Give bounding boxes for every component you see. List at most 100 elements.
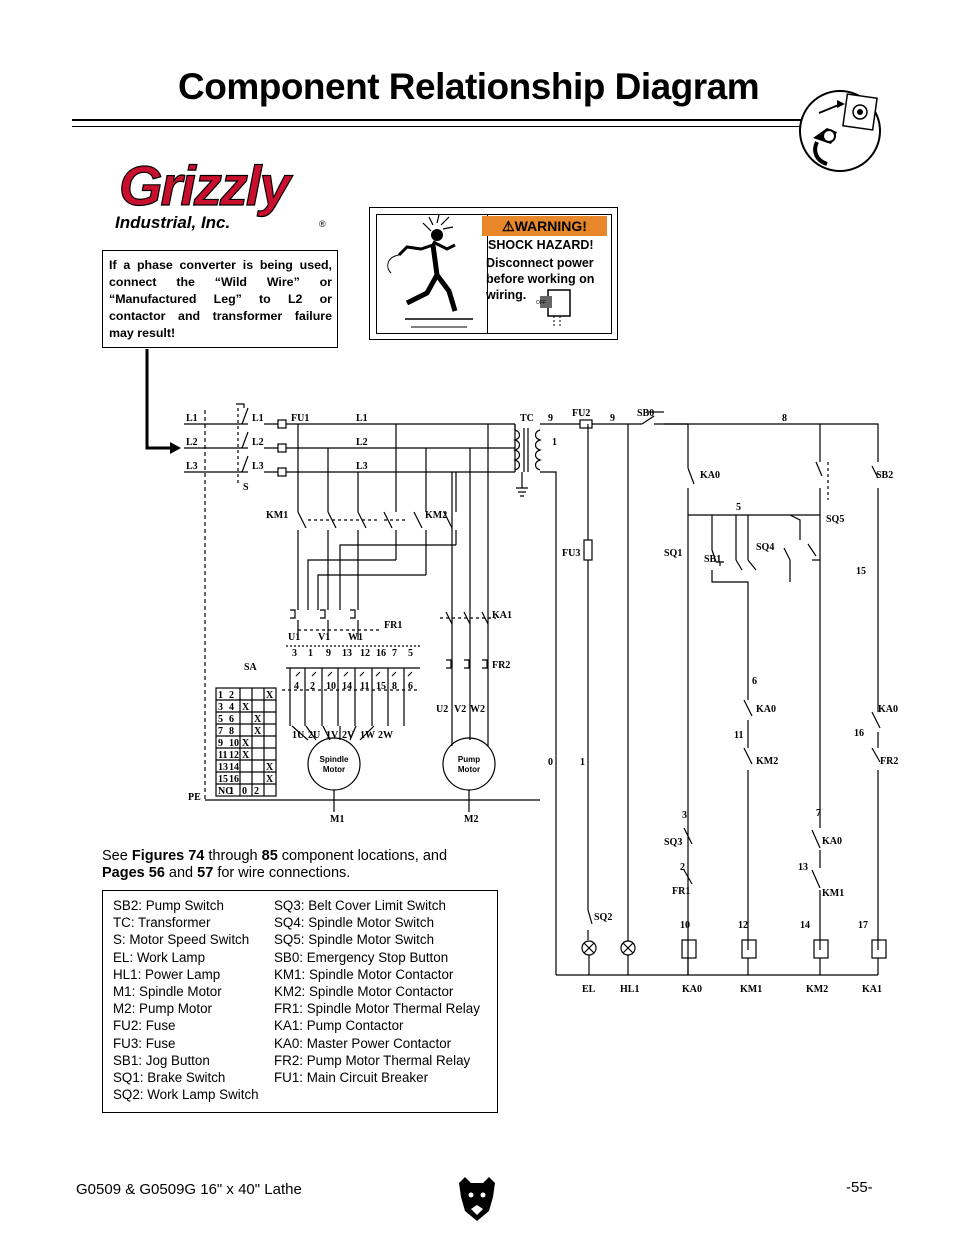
legend-item: SB1: Jog Button xyxy=(113,1052,210,1068)
label-ka0: KA0 xyxy=(700,470,720,481)
sa-table-cell: 9 xyxy=(218,738,223,749)
electrocution-figure-icon xyxy=(387,215,473,328)
legend-item: SQ5: Spindle Motor Switch xyxy=(274,932,435,948)
legend-item: SB2: Pump Switch xyxy=(113,898,224,913)
label-sq2: SQ2 xyxy=(594,912,612,923)
label-ka1: KA1 xyxy=(492,610,512,621)
svg-text:8: 8 xyxy=(782,413,787,424)
label-km2: KM2 xyxy=(425,510,447,521)
title-rule-thin xyxy=(72,126,802,127)
sa-table-cell: 1 xyxy=(218,690,223,701)
svg-text:11: 11 xyxy=(360,681,369,692)
sa-table-cell: X xyxy=(242,702,250,713)
sa-table-cell: 14 xyxy=(229,762,239,773)
legend-item: FR1: Spindle Motor Thermal Relay xyxy=(274,1001,480,1017)
label-L3: L3 xyxy=(186,461,198,472)
label-sa: SA xyxy=(244,662,258,673)
sa-table-cell: 0 xyxy=(242,786,247,797)
svg-text:Spindle: Spindle xyxy=(320,755,349,764)
svg-text:17: 17 xyxy=(858,920,868,931)
svg-text:®: ® xyxy=(319,219,326,229)
svg-text:OFF: OFF xyxy=(536,300,546,306)
legend-column-2: SQ3: Belt Cover Limit Switch SQ4: Spindl… xyxy=(274,897,480,1086)
legend-item: M1: Spindle Motor xyxy=(113,984,222,1000)
label-sq4: SQ4 xyxy=(756,542,774,553)
legend-item: KA0: Master Power Contactor xyxy=(274,1035,452,1051)
label-sb2: SB2 xyxy=(876,470,893,481)
legend-item: HL1: Power Lamp xyxy=(113,966,221,982)
svg-text:6: 6 xyxy=(408,681,413,692)
grizzly-bear-head-icon xyxy=(459,1177,495,1221)
logo-brand: Grizzly xyxy=(119,154,293,217)
legend-item: KA1: Pump Contactor xyxy=(274,1018,404,1034)
svg-text:KM1: KM1 xyxy=(822,888,844,899)
svg-text:1V: 1V xyxy=(326,730,339,741)
svg-text:1U: 1U xyxy=(292,730,304,741)
legend-item: SB0: Emergency Stop Button xyxy=(274,949,449,965)
legend-item: FU3: Fuse xyxy=(113,1035,176,1051)
sa-table-cell: 11 xyxy=(218,750,227,761)
sa-table-cell: 8 xyxy=(229,726,234,737)
svg-text:V1: V1 xyxy=(318,632,330,643)
sa-table-cell: 3 xyxy=(218,702,223,713)
warning-triangle-icon: ⚠ xyxy=(502,218,515,234)
svg-text:FR2: FR2 xyxy=(880,756,898,767)
svg-text:1: 1 xyxy=(308,648,313,659)
svg-text:KA0: KA0 xyxy=(756,704,776,715)
svg-text:4: 4 xyxy=(294,681,299,692)
sa-table-cell: 6 xyxy=(229,714,234,725)
svg-text:13: 13 xyxy=(342,648,352,659)
svg-text:3: 3 xyxy=(682,810,687,821)
grizzly-logo: Grizzly Industrial, Inc. ® xyxy=(113,153,343,238)
svg-text:KA0: KA0 xyxy=(822,836,842,847)
label-L1: L1 xyxy=(186,413,198,424)
label-L2: L2 xyxy=(186,437,198,448)
svg-text:2: 2 xyxy=(310,681,315,692)
svg-text:Motor: Motor xyxy=(458,765,480,774)
svg-text:1W: 1W xyxy=(360,730,375,741)
svg-text:FR1: FR1 xyxy=(672,886,690,897)
svg-text:16: 16 xyxy=(376,648,386,659)
svg-text:12: 12 xyxy=(738,920,748,931)
svg-text:U1: U1 xyxy=(288,632,300,643)
svg-text:2V: 2V xyxy=(342,730,355,741)
footer-model: G0509 & G0509G 16" x 40" Lathe xyxy=(76,1181,302,1198)
svg-text:2: 2 xyxy=(680,862,685,873)
label-sq1: SQ1 xyxy=(664,548,682,559)
svg-text:6: 6 xyxy=(752,676,757,687)
label-sb0: SB0 xyxy=(637,408,654,419)
sa-table-cell: NO xyxy=(218,786,233,797)
svg-text:12: 12 xyxy=(360,648,370,659)
svg-text:2U: 2U xyxy=(308,730,320,741)
label-tc: TC xyxy=(520,413,534,424)
label-s: S xyxy=(243,482,249,493)
component-legend: SB2: Pump Switch TC: Transformer S: Moto… xyxy=(102,890,498,1113)
svg-text:U2: U2 xyxy=(436,704,448,715)
label-pe: PE xyxy=(188,792,201,803)
legend-item: FU1: Main Circuit Breaker xyxy=(274,1070,429,1086)
load-ka1: KA1 xyxy=(862,984,882,995)
svg-text:1: 1 xyxy=(552,437,557,448)
svg-text:W2: W2 xyxy=(470,704,485,715)
warning-title: SHOCK HAZARD! xyxy=(488,238,594,252)
legend-item: TC: Transformer xyxy=(113,915,211,931)
legend-item: SQ2: Work Lamp Switch xyxy=(113,1087,259,1103)
svg-text:0: 0 xyxy=(548,757,553,768)
logo-subtitle: Industrial, Inc. xyxy=(115,213,230,232)
sa-table-cell: X xyxy=(242,750,250,761)
load-el: EL xyxy=(582,984,596,995)
shock-warning-label: ⚠WARNING! SHOCK HAZARD! Disconnect power… xyxy=(369,207,618,340)
electrical-plug-icon xyxy=(799,90,881,172)
svg-text:L2: L2 xyxy=(252,437,264,448)
label-km1: KM1 xyxy=(266,510,288,521)
svg-text:15: 15 xyxy=(856,566,866,577)
sa-table-cell: 13 xyxy=(218,762,228,773)
sa-table-cell: 2 xyxy=(254,786,259,797)
warning-header: ⚠WARNING! xyxy=(482,216,607,236)
svg-text:5: 5 xyxy=(736,502,741,513)
label-m1: M1 xyxy=(330,814,344,825)
figure-reference-text: See Figures 74 through 85 component loca… xyxy=(102,848,448,881)
legend-item: KM2: Spindle Motor Contactor xyxy=(274,984,454,1000)
svg-text:L3: L3 xyxy=(356,461,368,472)
sa-table-cell: 10 xyxy=(229,738,239,749)
